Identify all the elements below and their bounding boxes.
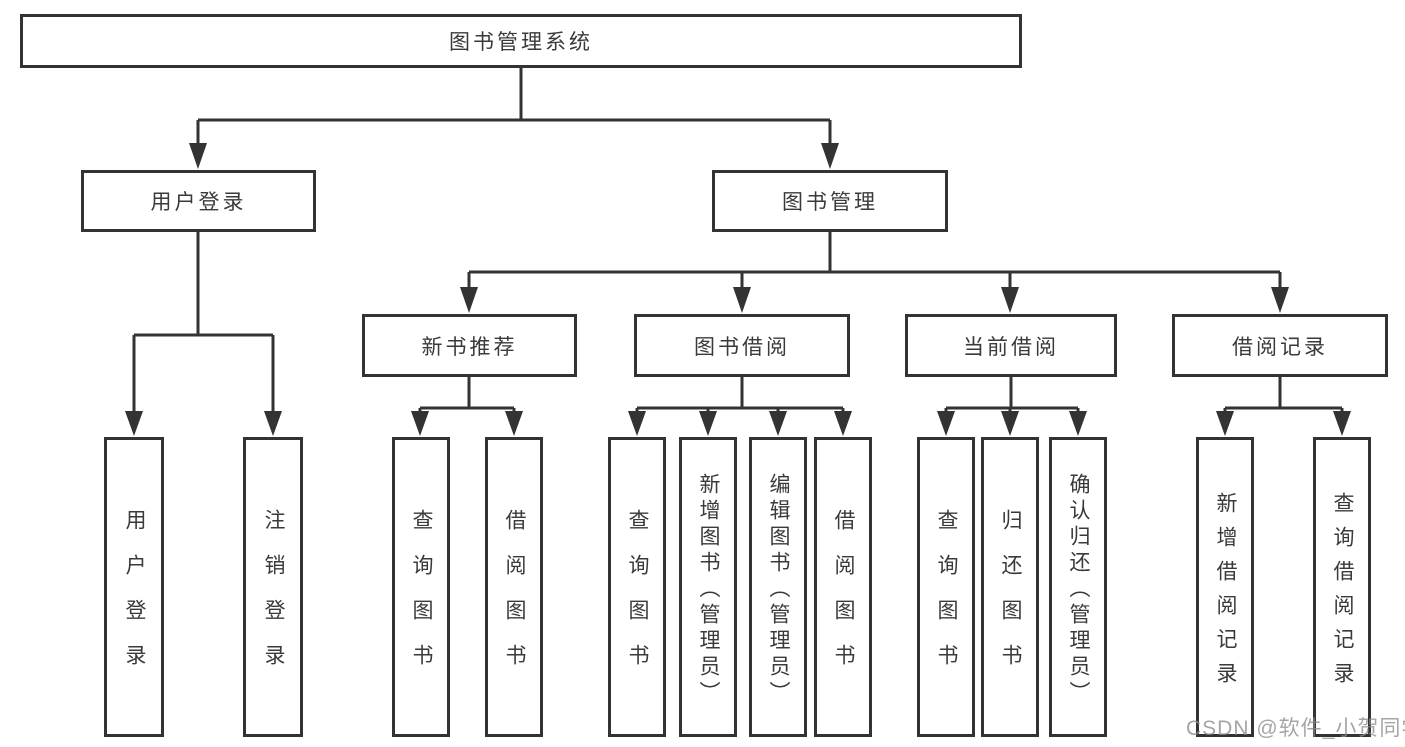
node-borrowing-records: 借阅记录: [1172, 314, 1388, 377]
leaf-return-book-label: 归还图书: [999, 509, 1022, 689]
node-current-borrowing: 当前借阅: [905, 314, 1117, 377]
connector-stems: [132, 68, 1344, 414]
leaf-borrow-books-recommend-label: 借阅图书: [503, 509, 526, 689]
leaf-logout: 注销登录: [243, 437, 303, 737]
leaf-query-books-recommend: 查询图书: [392, 437, 450, 737]
node-book-management-label: 图书管理: [782, 191, 878, 214]
leaf-borrow-books-label: 借阅图书: [832, 509, 855, 689]
node-book-management: 图书管理: [712, 170, 948, 232]
leaf-query-books-recommend-label: 查询图书: [410, 509, 433, 689]
node-new-book-recommend: 新书推荐: [362, 314, 577, 377]
node-new-book-recommend-label: 新书推荐: [421, 335, 518, 359]
node-current-borrowing-label: 当前借阅: [963, 335, 1059, 359]
leaf-add-book-admin: 新增图书（管理员）: [679, 437, 737, 737]
arrowheads: [125, 143, 1351, 436]
leaf-add-borrow-record-label: 新增借阅记录: [1214, 491, 1237, 696]
node-borrowing-records-label: 借阅记录: [1232, 335, 1328, 359]
node-user-login: 用户登录: [81, 170, 316, 232]
node-library-system-label: 图书管理系统: [449, 31, 593, 54]
leaf-logout-label: 注销登录: [262, 509, 285, 689]
node-book-borrowing: 图书借阅: [634, 314, 850, 377]
leaf-query-books-borrow: 查询图书: [608, 437, 666, 737]
leaf-query-borrow-record: 查询借阅记录: [1313, 437, 1371, 737]
leaf-add-book-admin-label: 新增图书（管理员）: [697, 472, 720, 707]
leaf-query-books-current-label: 查询图书: [935, 509, 958, 689]
leaf-add-borrow-record: 新增借阅记录: [1196, 437, 1254, 737]
leaf-user-login: 用户登录: [104, 437, 164, 737]
leaf-query-books-borrow-label: 查询图书: [626, 509, 649, 689]
leaf-confirm-return-admin: 确认归还（管理员）: [1049, 437, 1107, 737]
leaf-edit-book-admin: 编辑图书（管理员）: [749, 437, 807, 737]
leaf-query-books-current: 查询图书: [917, 437, 975, 737]
leaf-borrow-books-recommend: 借阅图书: [485, 437, 543, 737]
leaf-edit-book-admin-label: 编辑图书（管理员）: [767, 472, 790, 707]
leaf-query-borrow-record-label: 查询借阅记录: [1331, 491, 1354, 696]
node-book-borrowing-label: 图书借阅: [694, 335, 790, 359]
leaf-borrow-books: 借阅图书: [814, 437, 872, 737]
leaf-user-login-label: 用户登录: [123, 509, 146, 689]
node-library-system: 图书管理系统: [20, 14, 1022, 68]
node-user-login-label: 用户登录: [150, 191, 247, 214]
leaf-confirm-return-admin-label: 确认归还（管理员）: [1067, 472, 1090, 707]
leaf-return-book: 归还图书: [981, 437, 1039, 737]
watermark-text: CSDN @软件_小贺同学: [1186, 717, 1405, 740]
